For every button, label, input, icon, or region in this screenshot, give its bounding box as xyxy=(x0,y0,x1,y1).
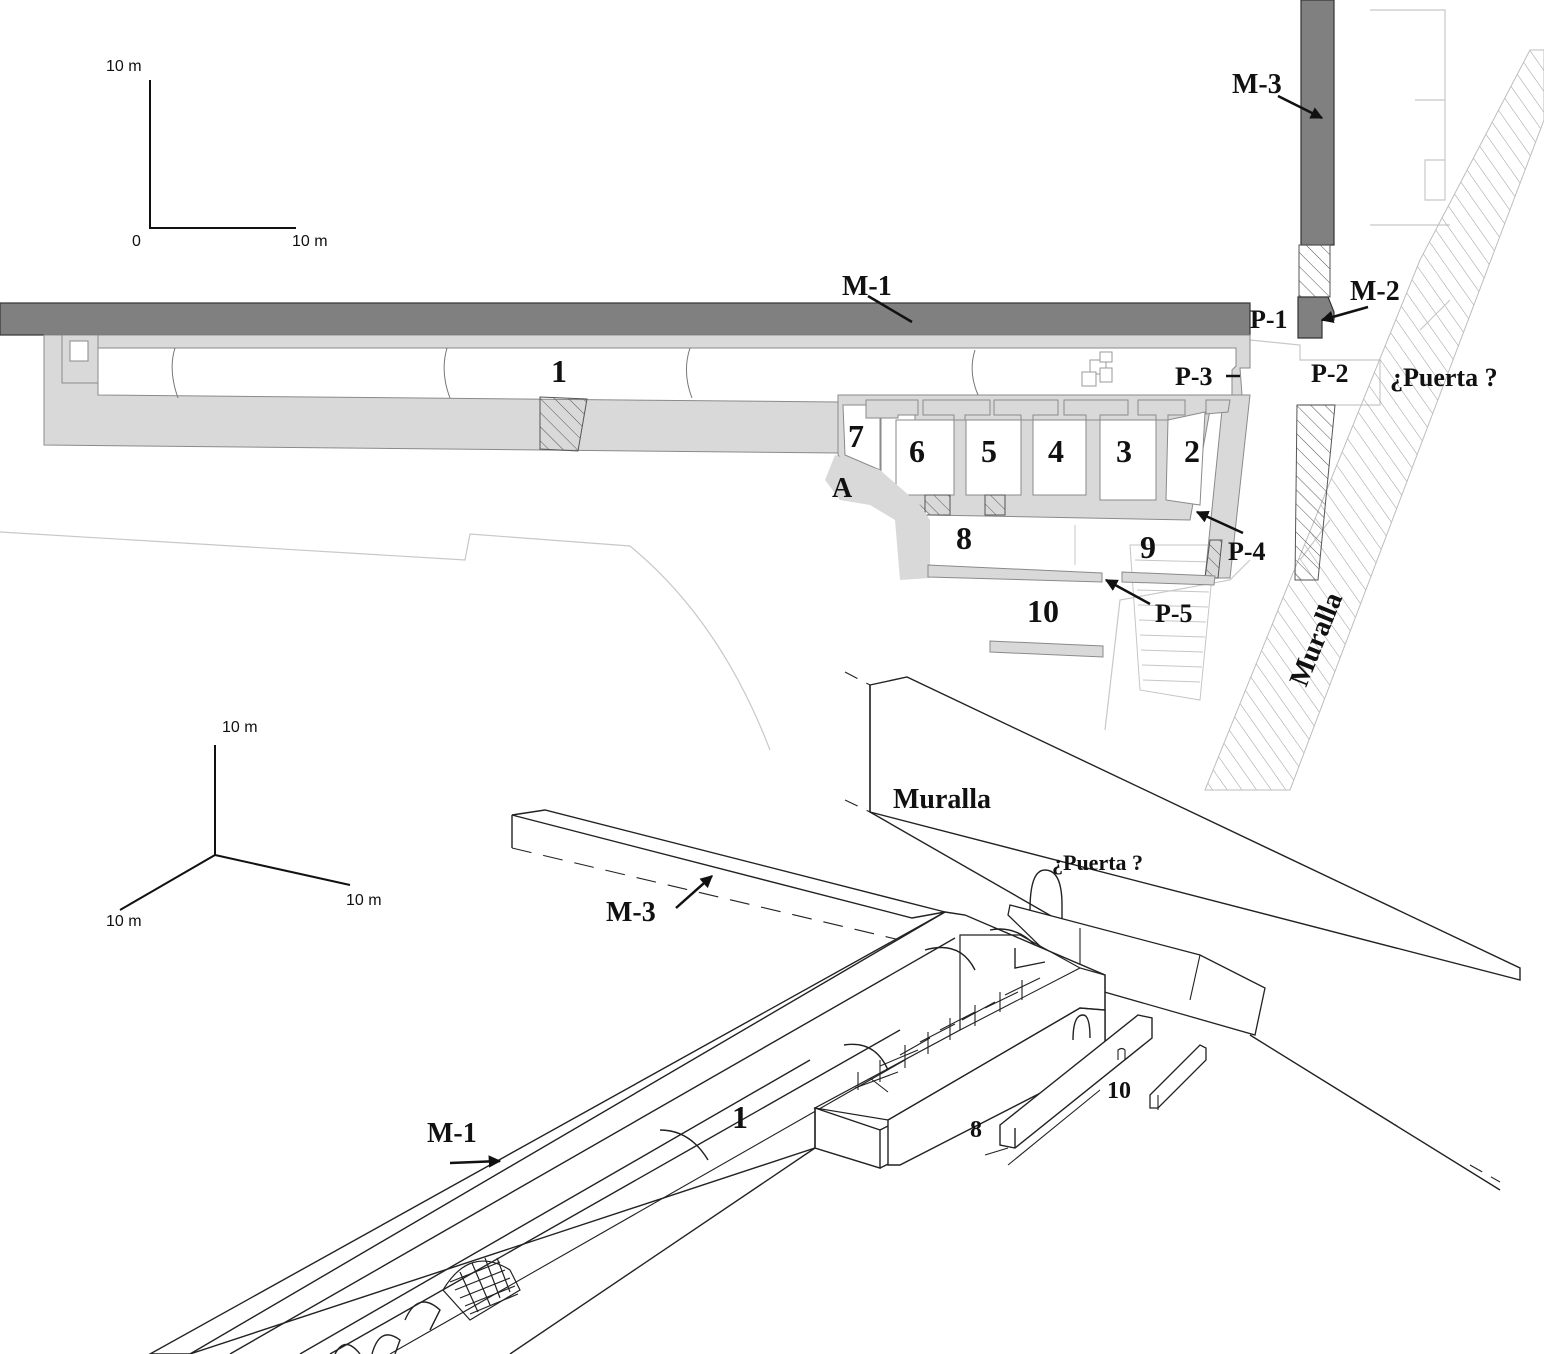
rooms-8-10 xyxy=(927,525,1216,658)
label-p4: P-4 xyxy=(1228,537,1266,566)
axon-m3 xyxy=(511,809,946,941)
rooms-2-7 xyxy=(837,394,1251,579)
axon-labels: Muralla ¿Puerta ? M-3 M-1 1 8 10 xyxy=(427,784,1143,1149)
label-puerta: ¿Puerta ? xyxy=(1390,363,1498,392)
label-room-6: 6 xyxy=(909,433,925,469)
label-room-2: 2 xyxy=(1184,433,1200,469)
axon-scale: 10 m 10 m 10 m xyxy=(106,719,382,930)
area-a xyxy=(825,455,930,580)
axon-label-puerta: ¿Puerta ? xyxy=(1052,850,1143,875)
axon-label-room-8: 8 xyxy=(970,1117,982,1143)
label-m1: M-1 xyxy=(842,271,892,302)
staircase xyxy=(1129,544,1216,701)
axon-scale-y-label: 10 m xyxy=(106,913,142,930)
label-m3: M-3 xyxy=(1232,69,1282,100)
wall-m1 xyxy=(0,302,1251,336)
wall-p2-hatched xyxy=(1294,404,1336,581)
label-room-1: 1 xyxy=(551,353,567,389)
axonometric-view: Muralla ¿Puerta ? M-3 M-1 1 8 10 10 m 10… xyxy=(106,671,1521,1354)
label-m2: M-2 xyxy=(1350,276,1400,307)
label-p2: P-2 xyxy=(1311,359,1349,388)
label-p3: P-3 xyxy=(1175,362,1213,391)
label-room-5: 5 xyxy=(981,433,997,469)
label-a: A xyxy=(832,473,853,504)
axon-label-muralla: Muralla xyxy=(893,784,991,815)
axon-label-m1: M-1 xyxy=(427,1118,477,1149)
wall-m3-hatched xyxy=(1298,244,1331,298)
plan-scale-zero: 0 xyxy=(132,233,141,250)
axon-vault-grid xyxy=(442,1257,521,1321)
label-room-8: 8 xyxy=(956,520,972,556)
gallery-1 xyxy=(43,334,1251,454)
axon-scale-z-label: 10 m xyxy=(222,719,258,736)
plan-scale-x-label: 10 m xyxy=(292,233,328,250)
wall-m3 xyxy=(1300,0,1335,246)
label-room-7: 7 xyxy=(848,418,864,454)
plan-scale-y-label: 10 m xyxy=(106,58,142,75)
label-room-3: 3 xyxy=(1116,433,1132,469)
axon-label-room-1: 1 xyxy=(732,1099,748,1135)
plan-arrows xyxy=(867,94,1369,606)
axon-puerta xyxy=(1007,869,1266,1036)
label-p5: P-5 xyxy=(1155,599,1193,628)
plan-context-lines xyxy=(0,9,1450,751)
label-room-4: 4 xyxy=(1048,433,1064,469)
axon-scale-x-label: 10 m xyxy=(346,892,382,909)
muralla-band xyxy=(1204,49,1544,791)
axon-label-room-10: 10 xyxy=(1107,1078,1131,1104)
axon-arrows xyxy=(449,875,713,1168)
axon-label-m3: M-3 xyxy=(606,897,656,928)
label-room-10: 10 xyxy=(1027,593,1059,629)
label-room-9: 9 xyxy=(1140,529,1156,565)
label-p1: P-1 xyxy=(1250,305,1288,334)
plan-scale: 10 m 0 10 m xyxy=(106,58,328,250)
axon-rooms-8-10 xyxy=(984,1014,1207,1166)
plan-view: M-1 M-3 M-2 P-1 P-2 P-3 P-4 P-5 ¿Puerta … xyxy=(0,0,1544,791)
